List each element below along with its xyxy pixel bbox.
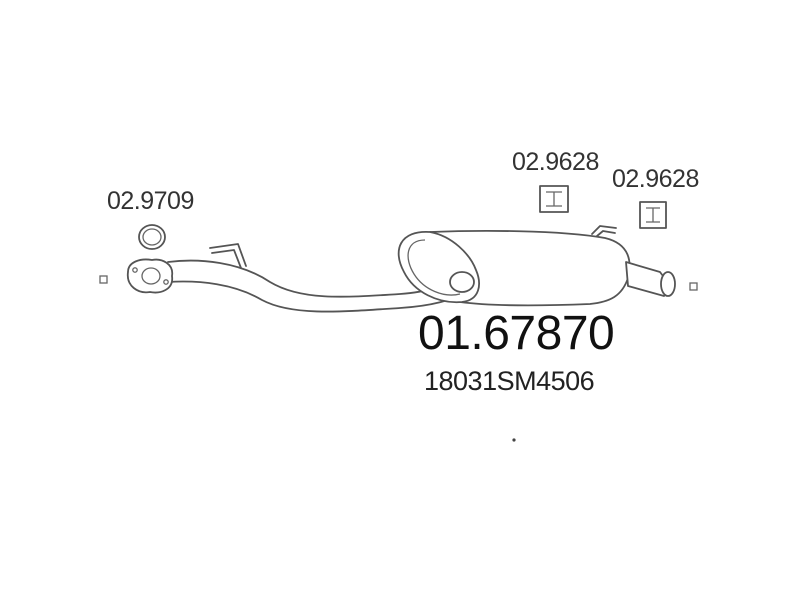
oem-number-label: 18031SM4506 — [424, 366, 595, 396]
rubber-hanger-right — [639, 201, 667, 229]
rear-muffler — [397, 225, 676, 307]
part-number-label: 01.67870 — [418, 307, 615, 360]
gasket-ref-label: 02.9709 — [107, 187, 194, 215]
hanger-right-ref-label: 02.9628 — [612, 165, 699, 193]
left-end-marker — [99, 275, 108, 284]
rubber-hanger-left — [539, 185, 569, 213]
hanger-left-ref-label: 02.9628 — [512, 148, 599, 176]
stray-dot — [512, 438, 516, 442]
right-end-marker — [689, 282, 698, 291]
gasket-ring — [138, 224, 166, 250]
